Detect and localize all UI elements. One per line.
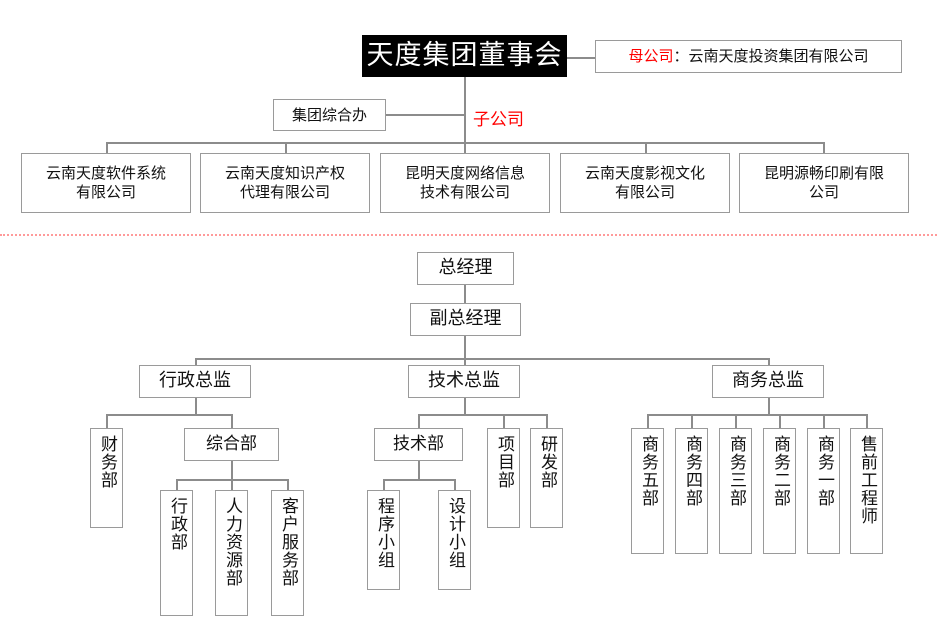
drop-business-unit-2 [691,414,693,428]
admin-director-node[interactable]: 行政总监 [139,365,251,398]
business-unit-1-label: 商务五部 [638,435,658,507]
technical-distribution-bar [418,414,546,416]
subsidiary-3-line-2: 技术有限公司 [419,183,510,201]
general-manager-node[interactable]: 总经理 [417,252,514,285]
section-divider [0,234,937,236]
drop-subsidiary-5 [823,142,825,154]
drop-business-unit-6 [866,414,868,428]
connector-tech-dept-down [418,461,420,479]
subsidiary-box-5[interactable]: 昆明源畅印刷有限 公司 [739,153,909,213]
business-unit-node-3[interactable]: 商务三部 [719,428,752,554]
business-unit-5-label: 商务一部 [814,435,834,507]
subsidiary-5-line-1: 昆明源畅印刷有限 [763,164,884,183]
group-office-node[interactable]: 集团综合办 [273,99,386,131]
drop-finance-dept [106,414,108,428]
connector-general-affairs-down [231,461,233,479]
subsidiary-4-line-2: 有限公司 [614,183,675,201]
business-unit-3-label: 商务三部 [726,435,746,507]
subsidiary-box-4[interactable]: 云南天度影视文化 有限公司 [560,153,730,213]
project-dept-label: 项目部 [494,435,514,489]
business-unit-node-4[interactable]: 商务二部 [763,428,796,554]
board-of-directors-node[interactable]: 天度集团董事会 [362,35,567,77]
business-unit-2-label: 商务四部 [682,435,702,507]
subsidiary-2-line-2: 代理有限公司 [239,183,330,201]
drop-rd-dept [546,414,548,428]
drop-subsidiary-4 [645,142,647,154]
business-unit-node-1[interactable]: 商务五部 [631,428,664,554]
drop-project-dept [503,414,505,428]
drop-director-admin [195,358,197,367]
tech-dept-node[interactable]: 技术部 [374,428,463,461]
trunk-board-down [464,77,466,142]
design-group-node[interactable]: 设计小组 [438,490,471,590]
subsidiary-5-line-2: 公司 [808,183,839,201]
subsidiary-2-line-1: 云南天度知识产权 [224,164,345,183]
business-unit-6-label: 售前工程师 [857,435,877,525]
admin-dept-node[interactable]: 行政部 [160,490,193,616]
subsidiary-box-2[interactable]: 云南天度知识产权 代理有限公司 [200,153,370,213]
drop-subsidiary-2 [285,142,287,154]
drop-business-unit-1 [647,414,649,428]
connector-gm-to-dgm [464,285,466,303]
business-unit-node-5[interactable]: 商务一部 [807,428,840,554]
deputy-general-manager-node[interactable]: 副总经理 [410,303,521,336]
subsidiary-box-1[interactable]: 云南天度软件系统 有限公司 [21,153,191,213]
customer-service-dept-node[interactable]: 客户服务部 [271,490,304,616]
connector-dgm-down [464,336,466,358]
business-unit-node-2[interactable]: 商务四部 [675,428,708,554]
project-dept-node[interactable]: 项目部 [487,428,520,528]
admin-dept-label: 行政部 [167,497,187,551]
drop-director-technical [464,358,466,367]
finance-dept-label: 财务部 [97,435,117,489]
director-distribution-bar [195,358,769,360]
technical-director-node[interactable]: 技术总监 [408,365,520,398]
drop-subsidiary-1 [106,142,108,154]
subsidiary-3-line-1: 昆明天度网络信息 [404,164,525,183]
business-director-node[interactable]: 商务总监 [712,365,824,398]
subsidiary-1-line-2: 有限公司 [75,183,136,201]
subsidiary-4-line-1: 云南天度影视文化 [584,164,705,183]
drop-business-unit-3 [735,414,737,428]
general-affairs-dept-node[interactable]: 综合部 [184,428,279,461]
drop-business-unit-5 [823,414,825,428]
hr-dept-node[interactable]: 人力资源部 [215,490,248,616]
parent-company-name: 云南天度投资集团有限公司 [688,47,869,66]
drop-subsidiary-3 [464,142,466,154]
finance-dept-node[interactable]: 财务部 [90,428,123,528]
drop-director-business [768,358,770,367]
drop-general-affairs-dept [231,414,233,428]
business-unit-4-label: 商务二部 [770,435,790,507]
parent-company-separator: ： [673,47,689,66]
rd-dept-node[interactable]: 研发部 [530,428,563,528]
admin-distribution-bar [106,414,231,416]
parent-company-label: 母公司 [628,47,674,66]
rd-dept-label: 研发部 [537,435,557,489]
subsidiary-1-line-1: 云南天度软件系统 [45,164,166,183]
connector-business-director-down [768,398,770,414]
tech-dept-distribution-bar [383,479,454,481]
drop-business-unit-4 [779,414,781,428]
program-group-label: 程序小组 [374,497,394,569]
connector-technical-director-down [464,398,466,414]
drop-program-group [383,479,385,490]
program-group-node[interactable]: 程序小组 [367,490,400,590]
connector-group-office-to-trunk [386,114,465,116]
design-group-label: 设计小组 [445,497,465,569]
subsidiary-label: 子公司 [473,110,524,130]
hr-dept-label: 人力资源部 [222,497,242,587]
drop-hr-dept [231,479,233,490]
business-distribution-bar [647,414,867,416]
drop-customer-service-dept [287,479,289,490]
drop-admin-dept [176,479,178,490]
connector-board-to-parent [567,57,595,59]
drop-design-group [454,479,456,490]
parent-company-box: 母公司：云南天度投资集团有限公司 [595,40,902,73]
business-unit-node-6[interactable]: 售前工程师 [850,428,883,554]
drop-tech-dept [418,414,420,428]
subsidiary-box-3[interactable]: 昆明天度网络信息 技术有限公司 [380,153,550,213]
customer-service-dept-label: 客户服务部 [278,497,298,587]
connector-admin-director-down [195,398,197,414]
